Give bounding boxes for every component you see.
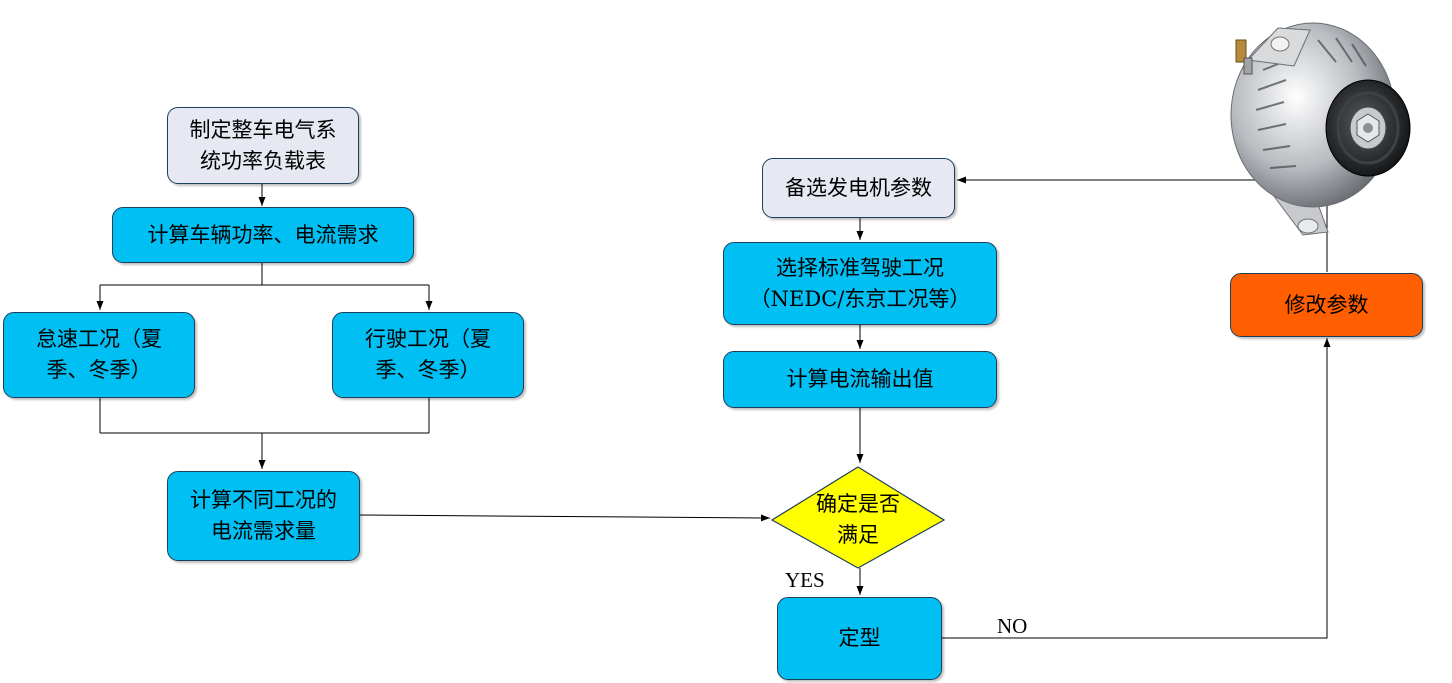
load-table-line-2: 统功率负载表 <box>200 148 326 173</box>
driving-condition-box: 行驶工况（夏 季、冬季） <box>332 312 524 398</box>
no-label: NO <box>997 614 1028 638</box>
compute-output-label: 计算电流输出值 <box>786 367 934 391</box>
arrow-demand-to-decision <box>359 514 771 522</box>
yes-label: YES <box>785 568 825 592</box>
finalize-box: 定型 <box>777 597 942 680</box>
load-table-line-1: 制定整车电气系 <box>189 117 337 142</box>
idle-condition-line-2: 季、冬季） <box>46 358 152 382</box>
load-table-box: 制定整车电气系 统功率负载表 <box>167 107 359 184</box>
candidate-params-label: 备选发电机参数 <box>785 175 932 200</box>
finalize-label: 定型 <box>838 626 881 650</box>
modify-params-box: 修改参数 <box>1230 273 1423 337</box>
current-demand-box: 计算不同工况的 电流需求量 <box>167 471 360 561</box>
decision-line-2: 满足 <box>837 523 879 547</box>
compute-power-box: 计算车辆功率、电流需求 <box>112 207 414 263</box>
decision-label: 确定是否 满足 <box>772 472 944 568</box>
idle-condition-line-1: 怠速工况（夏 <box>36 327 162 351</box>
current-demand-line-1: 计算不同工况的 <box>190 488 337 512</box>
select-cycle-line-1: 选择标准驾驶工况 <box>776 255 944 280</box>
candidate-params-box: 备选发电机参数 <box>762 158 955 218</box>
driving-condition-line-2: 季、冬季） <box>375 358 481 382</box>
arrow-no-to-modify <box>942 338 1331 639</box>
select-cycle-box: 选择标准驾驶工况 （NEDC/东京工况等） <box>723 242 997 325</box>
idle-condition-box: 怠速工况（夏 季、冬季） <box>3 312 195 398</box>
decision-line-1: 确定是否 <box>816 492 900 516</box>
current-demand-line-2: 电流需求量 <box>211 519 316 543</box>
compute-output-box: 计算电流输出值 <box>723 351 997 408</box>
driving-condition-line-1: 行驶工况（夏 <box>365 327 491 351</box>
decision-diamond <box>770 466 946 569</box>
select-cycle-line-2: （NEDC/东京工况等） <box>749 286 971 311</box>
modify-params-label: 修改参数 <box>1284 292 1369 317</box>
alternator-photo <box>1230 22 1411 236</box>
compute-power-label: 计算车辆功率、电流需求 <box>147 222 379 247</box>
